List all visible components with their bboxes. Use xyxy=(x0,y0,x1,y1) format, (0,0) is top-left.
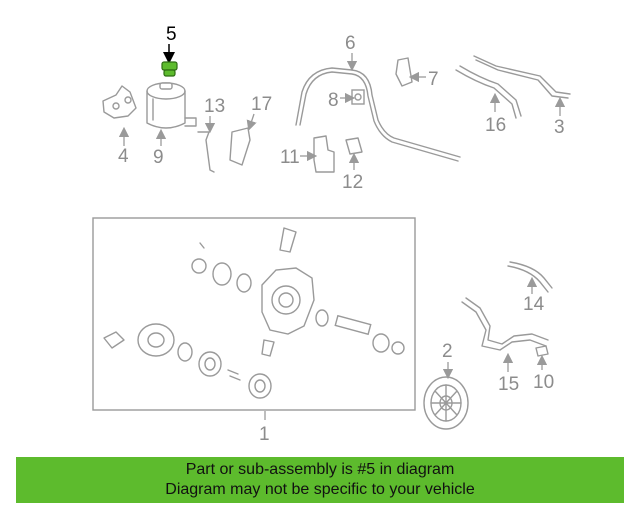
pressure-line-part-6[interactable] xyxy=(295,67,461,158)
pump-assembly-part-1[interactable] xyxy=(103,227,405,399)
callout-5[interactable]: 5 xyxy=(166,24,177,45)
bracket-part-4[interactable] xyxy=(102,85,137,119)
callout-11[interactable]: 11 xyxy=(280,147,300,168)
clip-part-8[interactable] xyxy=(351,89,365,105)
callout-17-leader xyxy=(246,113,257,131)
callout-3[interactable]: 9 xyxy=(153,147,164,168)
callout-4[interactable]: 4 xyxy=(118,146,129,167)
bracket-part-7[interactable] xyxy=(395,57,413,87)
reservoir-cap-part-5[interactable] xyxy=(161,61,178,77)
clamp-part-12[interactable] xyxy=(345,137,363,155)
callout-2[interactable]: 2 xyxy=(442,341,453,362)
reservoir-part-3[interactable] xyxy=(146,82,197,129)
callout-8[interactable]: 8 xyxy=(328,90,339,111)
callout-16[interactable]: 16 xyxy=(485,115,506,136)
banner-line-2: Diagram may not be specific to your vehi… xyxy=(165,481,475,498)
line-part-9[interactable] xyxy=(473,55,571,95)
callout-1[interactable]: 1 xyxy=(259,424,270,445)
hose-part-15[interactable] xyxy=(461,301,547,351)
callout-17[interactable]: 17 xyxy=(251,94,272,115)
bracket-part-17[interactable] xyxy=(229,127,251,166)
callout-14[interactable]: 14 xyxy=(523,294,545,315)
hose-part-13[interactable] xyxy=(197,131,215,173)
callout-10[interactable]: 10 xyxy=(533,372,554,393)
bracket-part-11[interactable] xyxy=(313,135,335,173)
info-banner: Part or sub-assembly is #5 in diagram Di… xyxy=(16,457,624,503)
callout-6[interactable]: 6 xyxy=(345,33,356,54)
callout-12[interactable]: 12 xyxy=(342,172,363,193)
hose-part-16[interactable] xyxy=(455,69,517,119)
callout-7[interactable]: 7 xyxy=(428,69,439,90)
callout-9[interactable]: 3 xyxy=(554,117,565,138)
pulley-part-2[interactable] xyxy=(423,376,469,430)
callout-13[interactable]: 13 xyxy=(204,96,225,117)
clamp-part-10[interactable] xyxy=(535,345,549,357)
banner-line-1: Part or sub-assembly is #5 in diagram xyxy=(185,461,455,478)
callout-15[interactable]: 15 xyxy=(498,374,519,395)
hose-part-14[interactable] xyxy=(507,265,549,293)
pump-assembly-box xyxy=(92,217,416,411)
